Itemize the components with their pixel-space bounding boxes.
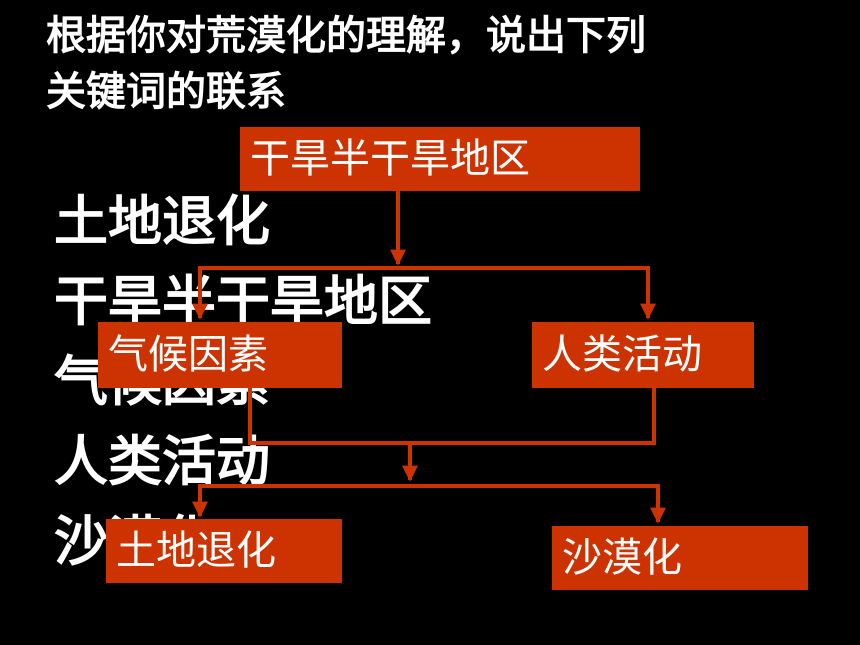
node-human-activity: 人类活动	[532, 322, 754, 388]
branch-line-bottom	[198, 484, 660, 515]
slide-title-line-2: 关键词的联系	[46, 69, 286, 115]
keyword-item: 人类活动	[54, 430, 270, 493]
keyword-item: 土地退化	[54, 190, 270, 253]
node-climate: 气候因素	[98, 322, 342, 388]
node-land-degradation: 土地退化	[106, 519, 342, 583]
slide-title-line-1: 根据你对荒漠化的理解，说出下列	[46, 13, 646, 59]
branch-line-top	[198, 266, 650, 312]
slide-title: 根据你对荒漠化的理解，说出下列 关键词的联系	[46, 8, 826, 120]
merge-line	[248, 388, 656, 445]
node-desertification: 沙漠化	[552, 526, 808, 590]
node-drought-region: 干旱半干旱地区	[240, 127, 640, 191]
